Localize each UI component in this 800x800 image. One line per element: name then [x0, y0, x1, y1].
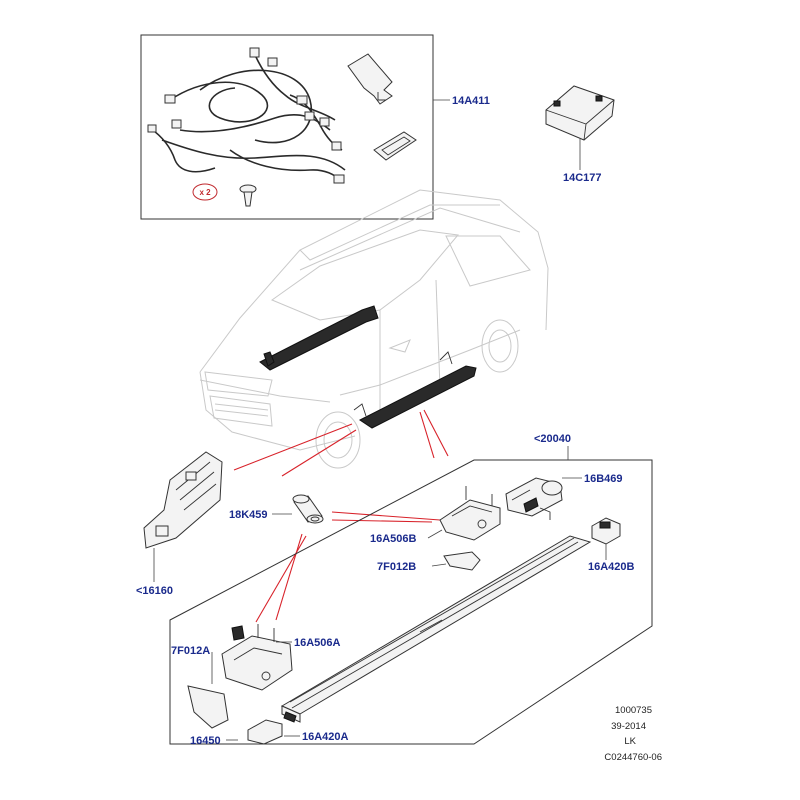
harness-kit-group: x 2 14A411 [140, 34, 490, 220]
control-module: 14C177 [545, 85, 615, 184]
reference-code: C0244760-06 [604, 752, 662, 763]
label-14A411: 14A411 [452, 95, 490, 107]
reference-number: 1000735 [615, 705, 652, 716]
spacer [292, 494, 324, 524]
wiring-harness [149, 54, 346, 181]
label-14C177: 14C177 [563, 172, 602, 184]
quantity-badge [192, 183, 218, 201]
label-16A506B: 16A506B [370, 533, 417, 545]
pointer-lines [233, 409, 449, 623]
side-step-on-vehicle [359, 365, 477, 429]
linkage-front [221, 624, 293, 691]
harness-kit-box [140, 34, 434, 220]
label-20040: <20040 [534, 433, 571, 445]
label-16B469: 16B469 [584, 473, 623, 485]
label-16450: 16450 [190, 735, 221, 747]
linkage-rear [439, 486, 501, 541]
mounting-bracket [143, 451, 223, 549]
reference-date: 39-2014 [611, 721, 646, 732]
reference-author: LK [624, 736, 636, 747]
label-16A420A: 16A420A [302, 731, 349, 743]
label-16A506A: 16A506A [294, 637, 341, 649]
label-16A420B: 16A420B [588, 561, 635, 573]
end-cap-rear [591, 517, 621, 545]
roof-rail [259, 305, 379, 371]
push-clip [239, 184, 257, 207]
vehicle-outline [199, 189, 549, 469]
label-7F012A: 7F012A [171, 645, 210, 657]
cover-rear [443, 551, 481, 571]
mounting-template [347, 53, 393, 105]
label-18K459: 18K459 [229, 509, 268, 521]
harness-connectors [147, 47, 345, 184]
label-16160: <16160 [136, 585, 173, 597]
cover-front [187, 685, 229, 729]
deployable-step-group: <20040 16B469 16A506B 7F012B [169, 433, 653, 747]
switch-bezel [373, 131, 417, 161]
label-7F012B: 7F012B [377, 561, 416, 573]
quantity-badge-text: x 2 [199, 188, 211, 197]
end-cap-front [247, 719, 283, 745]
reference-block: 1000735 39-2014 LK C0244760-06 [604, 705, 662, 763]
drive-motor [505, 477, 563, 520]
deployable-step-box [169, 459, 653, 745]
running-board [280, 535, 592, 723]
